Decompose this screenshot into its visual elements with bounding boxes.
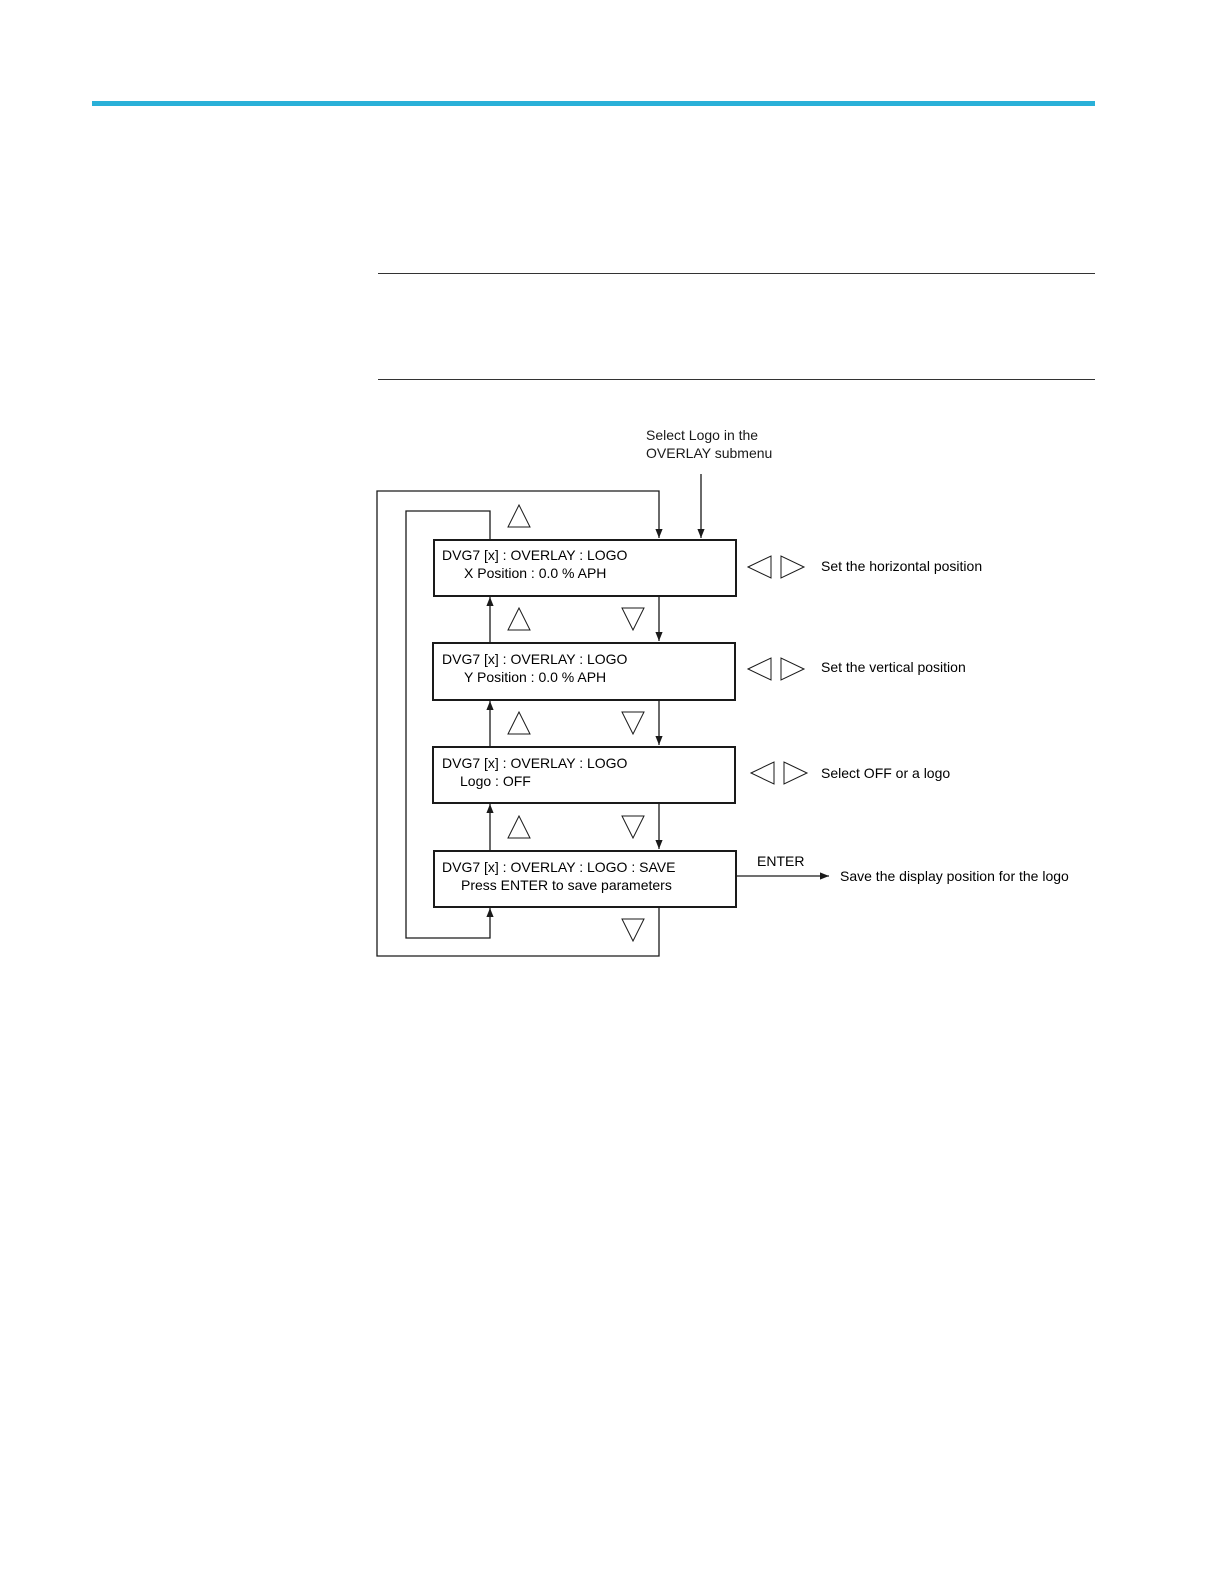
enter-key-label: ENTER: [757, 853, 804, 869]
screen-value: Press ENTER to save parameters: [461, 877, 672, 893]
screen-logo-select: DVG7 [x] : OVERLAY : LOGO Logo : OFF: [432, 746, 736, 804]
right-triangle-icon: [780, 657, 806, 681]
note-bottom-rule: [378, 379, 1095, 380]
up-triangle-icon: [507, 814, 531, 839]
note-top-rule: [378, 273, 1095, 274]
up-triangle-icon: [507, 710, 531, 735]
outer-wrap-loop: [376, 490, 663, 957]
up-triangle-icon: [507, 503, 531, 528]
screen-save: DVG7 [x] : OVERLAY : LOGO : SAVE Press E…: [433, 850, 737, 908]
up-triangle-icon: [507, 606, 531, 631]
header-accent-bar: [92, 101, 1095, 106]
screen-x-position: DVG7 [x] : OVERLAY : LOGO X Position : 0…: [433, 539, 737, 597]
screen-title: DVG7 [x] : OVERLAY : LOGO: [442, 651, 628, 667]
right-triangle-icon: [783, 761, 809, 785]
side-label-save: Save the display position for the logo: [840, 868, 1069, 884]
screen-value: Logo : OFF: [460, 773, 531, 789]
side-label-horizontal: Set the horizontal position: [821, 558, 982, 574]
right-triangle-icon: [780, 555, 806, 579]
down-triangle-icon: [621, 918, 645, 943]
screen-title: DVG7 [x] : OVERLAY : LOGO: [442, 755, 628, 771]
side-label-vertical: Set the vertical position: [821, 659, 966, 675]
side-label-logo: Select OFF or a logo: [821, 765, 950, 781]
screen-title: DVG7 [x] : OVERLAY : LOGO : SAVE: [442, 859, 675, 875]
down-triangle-icon: [621, 607, 645, 632]
down-triangle-icon: [621, 711, 645, 736]
entry-label-line2: OVERLAY submenu: [646, 445, 772, 461]
screen-value: Y Position : 0.0 % APH: [464, 669, 606, 685]
left-triangle-icon: [749, 761, 775, 785]
screen-y-position: DVG7 [x] : OVERLAY : LOGO Y Position : 0…: [432, 642, 736, 701]
inner-wrap-loop: [405, 510, 494, 939]
screen-value: X Position : 0.0 % APH: [464, 565, 606, 581]
left-triangle-icon: [746, 555, 772, 579]
down-triangle-icon: [621, 815, 645, 840]
entry-label-line1: Select Logo in the: [646, 427, 758, 443]
screen-title: DVG7 [x] : OVERLAY : LOGO: [442, 547, 628, 563]
left-triangle-icon: [746, 657, 772, 681]
